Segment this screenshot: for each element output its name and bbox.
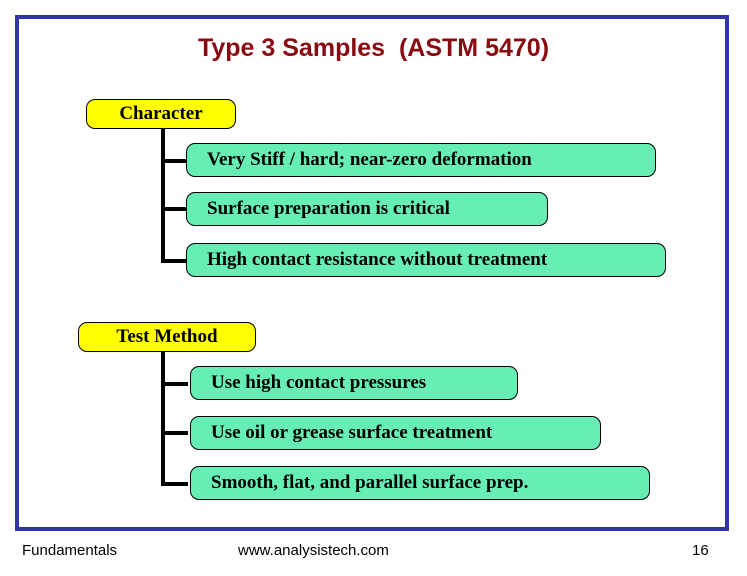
group-heading-test-method[interactable]: Test Method <box>78 322 256 352</box>
item-test-method-1[interactable]: Use high contact pressures <box>190 366 518 400</box>
item-character-1[interactable]: Very Stiff / hard; near-zero deformation <box>186 143 656 177</box>
connector-branch-character-1 <box>161 159 188 163</box>
connector-branch-character-3 <box>161 259 188 263</box>
connector-trunk-test-method <box>161 352 165 486</box>
item-test-method-3[interactable]: Smooth, flat, and parallel surface prep. <box>190 466 650 500</box>
connector-branch-test-method-3 <box>161 482 188 486</box>
connector-branch-test-method-2 <box>161 431 188 435</box>
item-character-2[interactable]: Surface preparation is critical <box>186 192 548 226</box>
connector-branch-test-method-1 <box>161 382 188 386</box>
footer-website-url: www.analysistech.com <box>238 542 389 559</box>
item-character-3[interactable]: High contact resistance without treatmen… <box>186 243 666 277</box>
item-test-method-2[interactable]: Use oil or grease surface treatment <box>190 416 601 450</box>
connector-branch-character-2 <box>161 207 188 211</box>
footer-label-fundamentals: Fundamentals <box>22 542 118 559</box>
connector-trunk-character <box>161 129 165 263</box>
footer-page-number: 16 <box>692 542 709 559</box>
group-heading-character[interactable]: Character <box>86 99 236 129</box>
page-title: Type 3 Samples (ASTM 5470) <box>197 34 550 62</box>
